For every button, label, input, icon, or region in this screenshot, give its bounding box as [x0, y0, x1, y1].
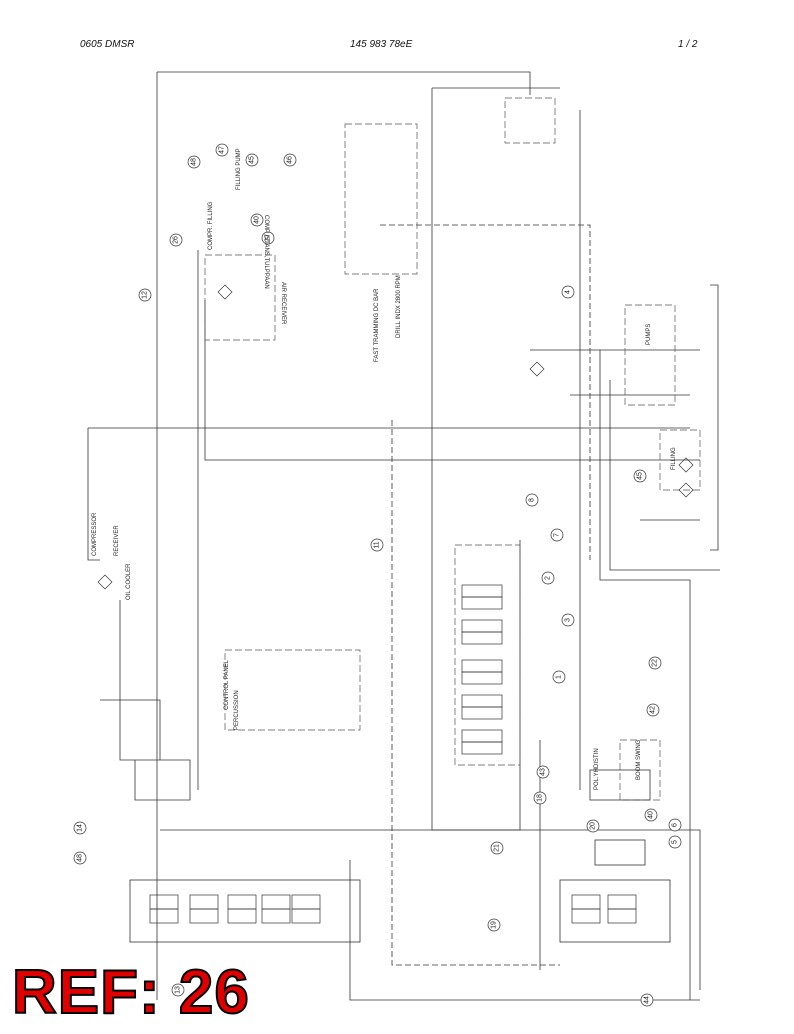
line-mid-horizontal	[204, 300, 700, 461]
svg-text:40: 40	[648, 811, 655, 819]
valve-bank-bottom-right	[559, 879, 671, 943]
box-pumps	[624, 304, 676, 406]
balloon-numbers: 12 26 27 40 48 47 45 46 4 8 7 11 2 3 1 2…	[77, 146, 679, 1004]
spool-valves-bottom-left	[149, 894, 637, 924]
header-page-number: 1 / 2	[678, 39, 698, 50]
box-valve-bank-center	[454, 544, 521, 766]
line-cooler-down	[119, 600, 135, 761]
box-fast-tramming	[344, 123, 418, 275]
component-labels: COMPRESSOR RECEIVER OIL COOLER AIR RECEI…	[92, 148, 677, 790]
svg-text:26: 26	[173, 236, 180, 244]
svg-text:4: 4	[565, 290, 572, 294]
line-left-cooler	[87, 428, 100, 561]
svg-text:5: 5	[672, 840, 679, 844]
svg-text:2: 2	[545, 576, 552, 580]
line-right-2	[609, 380, 720, 571]
svg-text:6: 6	[672, 823, 679, 827]
label-percussion: PERCUSSION	[234, 690, 240, 730]
box-compressor-filling	[204, 254, 276, 341]
label-compressor: COMPRESSOR	[92, 512, 98, 556]
svg-text:43: 43	[540, 768, 547, 776]
svg-text:21: 21	[494, 844, 501, 852]
svg-text:19: 19	[491, 921, 498, 929]
box-filling	[659, 429, 701, 491]
svg-text:45: 45	[637, 472, 644, 480]
svg-text:14: 14	[77, 824, 84, 832]
valve-boom-swing	[589, 769, 651, 801]
line-bottom	[349, 860, 700, 1001]
line-valve-bottom	[432, 540, 521, 831]
valve-bank-bottom-left	[129, 879, 361, 943]
svg-text:46: 46	[287, 156, 294, 164]
svg-text:42: 42	[650, 706, 657, 714]
svg-text:47: 47	[219, 146, 226, 154]
label-compr-filling: COMPR. FILLING	[208, 201, 214, 250]
header-center: 145 983 78eE	[350, 39, 413, 50]
label-filling-pump: FILLING PUMP	[236, 148, 242, 190]
svg-text:48: 48	[191, 158, 198, 166]
line-right-lower	[599, 350, 691, 1000]
label-comp-istans: COMP ISTANS,TULPPAAN	[263, 215, 269, 289]
filter-symbols	[97, 284, 694, 590]
line-lower-horizontal	[160, 829, 701, 990]
reference-balloons	[73, 143, 682, 1007]
svg-text:40: 40	[254, 216, 261, 224]
svg-text:3: 3	[565, 618, 572, 622]
label-boom-swing: BOOM SWING	[636, 739, 642, 780]
svg-text:18: 18	[537, 794, 544, 802]
label-fast-tramming: FAST TRAMMING DC BAR	[374, 288, 380, 362]
line-top-main	[157, 71, 531, 95]
line-dashed-upper	[380, 224, 591, 560]
svg-text:45: 45	[249, 156, 256, 164]
reference-watermark: REF: 26	[11, 958, 250, 1027]
box-control-panel	[224, 649, 361, 731]
line-bracket-right	[710, 284, 719, 551]
svg-text:48: 48	[77, 854, 84, 862]
svg-text:8: 8	[529, 498, 536, 502]
label-control-panel: CONTROL PANEL	[224, 659, 230, 710]
label-drill-indx: DRILL INDX 2800 RPM	[396, 275, 402, 338]
line-left-small	[100, 699, 161, 760]
svg-text:27: 27	[265, 234, 272, 242]
svg-text:1: 1	[556, 675, 563, 679]
label-pol-yhdistin: POL.YHDISTIN	[594, 748, 600, 790]
block-manifold-left	[134, 759, 191, 801]
spool-valves-center	[461, 584, 503, 755]
label-filling: FILLING	[671, 447, 677, 470]
label-air-receiver: AIR RECEIVER	[280, 282, 286, 325]
valve-small-bottom	[594, 839, 646, 866]
header-left: 0605 DMSR	[80, 39, 135, 50]
svg-text:11: 11	[374, 541, 381, 548]
svg-text:20: 20	[590, 822, 597, 830]
svg-text:22: 22	[652, 659, 659, 667]
svg-text:7: 7	[554, 533, 561, 537]
label-pumps: PUMPS	[646, 324, 652, 345]
svg-text:13: 13	[175, 986, 182, 994]
label-oil-cooler: OIL COOLER	[126, 563, 132, 600]
line-dashed-return	[391, 420, 560, 966]
box-top-valve	[504, 97, 556, 144]
label-receiver: RECEIVER	[114, 525, 120, 556]
svg-text:44: 44	[644, 996, 651, 1004]
svg-text:12: 12	[142, 291, 149, 299]
